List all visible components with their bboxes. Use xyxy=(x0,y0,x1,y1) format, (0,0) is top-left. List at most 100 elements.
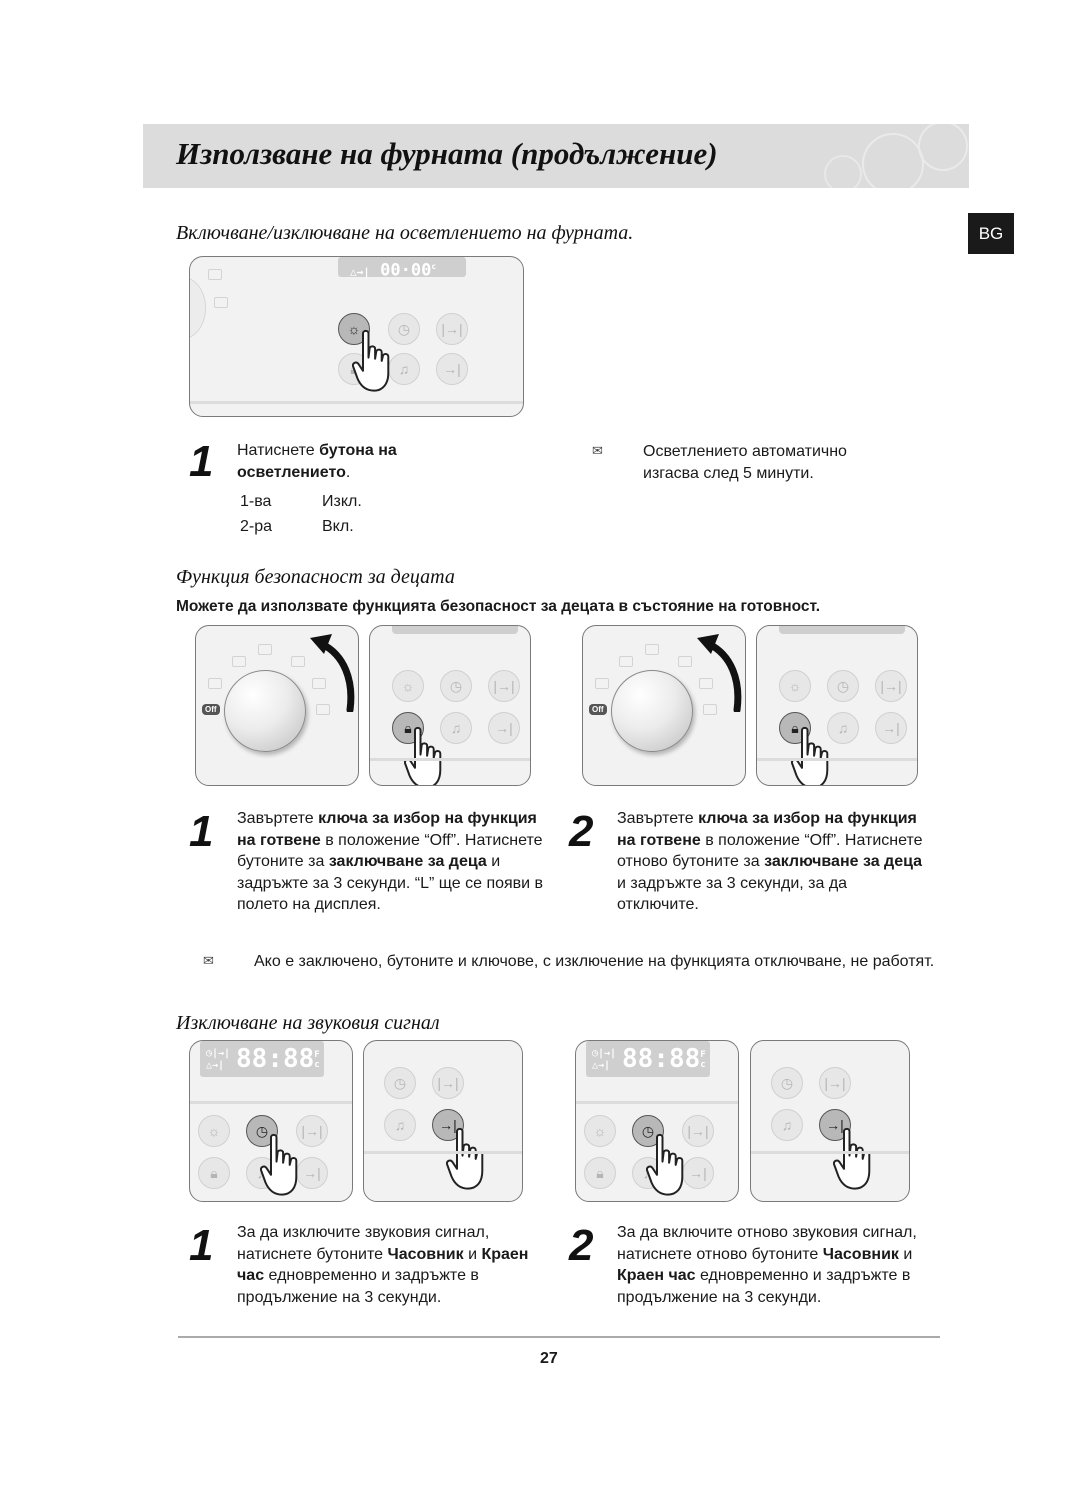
clock-button[interactable]: ◷ xyxy=(827,670,859,702)
function-selector-knob[interactable] xyxy=(224,670,306,752)
start-time-button[interactable]: |→| xyxy=(875,670,907,702)
clock-button[interactable]: ◷ xyxy=(771,1067,803,1099)
light-note: Осветлението автоматично изгасва след 5 … xyxy=(643,443,847,482)
step-number: 2 xyxy=(569,1221,594,1270)
bell-button[interactable]: ♫ xyxy=(384,1109,416,1141)
panel-strip xyxy=(751,1151,909,1154)
clock-button[interactable]: ◷ xyxy=(388,313,420,345)
function-selector-knob[interactable] xyxy=(611,670,693,752)
child-lock-title: Функция безопасност за децата xyxy=(176,566,455,588)
lock-button[interactable]: 🔒︎ xyxy=(584,1157,616,1189)
function-icon xyxy=(232,656,246,667)
rotate-arrow-icon xyxy=(310,634,355,712)
bell-button[interactable]: ♫ xyxy=(771,1109,803,1141)
light-section-title: Включване/изключване на осветлението на … xyxy=(176,222,634,244)
language-badge: BG xyxy=(968,213,1014,254)
footer-divider xyxy=(178,1336,940,1338)
lock-panel-1: ☼ ◷ |→| 🔒︎ ♫ →| xyxy=(369,625,531,786)
page-title: Използване на фурната (продължение) xyxy=(176,136,718,171)
display-panel: △→| 00·00c xyxy=(338,257,466,281)
step-number: 1 xyxy=(189,1221,214,1270)
step-number: 2 xyxy=(569,807,594,856)
clock-button[interactable]: ◷ xyxy=(440,670,472,702)
start-time-button[interactable]: |→| xyxy=(432,1067,464,1099)
page-number: 27 xyxy=(540,1350,558,1367)
header-banner: Използване на фурната (продължение) xyxy=(143,124,969,188)
light-button[interactable]: ☼ xyxy=(584,1115,616,1147)
light-button[interactable]: ☼ xyxy=(779,670,811,702)
panel-strip xyxy=(364,1151,522,1154)
selector-knob-partial xyxy=(190,277,206,339)
end-time-button[interactable]: →| xyxy=(488,712,520,744)
note-icon: ✉ xyxy=(592,443,603,458)
tomato-watermark xyxy=(824,124,968,188)
sound-step-2-text: За да включите отново звуковия сигнал, н… xyxy=(617,1224,917,1306)
function-icon xyxy=(595,678,609,689)
end-time-button[interactable]: →| xyxy=(432,1109,464,1141)
function-icon xyxy=(678,656,692,667)
end-time-button[interactable]: →| xyxy=(875,712,907,744)
pointing-hand-icon xyxy=(352,329,396,395)
child-lock-subtitle: Можете да използвате функцията безопасно… xyxy=(176,598,821,615)
pointing-hand-icon xyxy=(791,726,835,786)
end-time-button[interactable]: →| xyxy=(436,353,468,385)
lock-panel-2: ☼ ◷ |→| 🔒︎ ♫ →| xyxy=(756,625,918,786)
bell-button[interactable]: ♫ xyxy=(827,712,859,744)
sound-panel-2: ◷ |→| ♫ →| xyxy=(363,1040,523,1202)
function-icon xyxy=(312,678,326,689)
start-time-button[interactable]: |→| xyxy=(682,1115,714,1147)
pointing-hand-icon xyxy=(446,1127,490,1193)
knob-panel-2: Off xyxy=(582,625,746,786)
sound-section-title: Изключване на звуковия сигнал xyxy=(176,1012,440,1034)
press-1-state: Изкл. xyxy=(322,493,362,510)
off-label: Off xyxy=(589,704,607,715)
bell-button[interactable]: ♫ xyxy=(440,712,472,744)
end-time-button[interactable]: →| xyxy=(296,1157,328,1189)
function-icon xyxy=(258,644,272,655)
pointing-hand-icon xyxy=(833,1127,877,1193)
start-time-button[interactable]: |→| xyxy=(819,1067,851,1099)
light-button[interactable]: ☼ xyxy=(198,1115,230,1147)
child-lock-step-2-text: Завъртете ключа за избор на функция на г… xyxy=(617,810,923,913)
rotate-arrow-icon xyxy=(697,634,742,712)
step-number: 1 xyxy=(189,437,214,486)
function-icon xyxy=(291,656,305,667)
function-icon xyxy=(214,297,228,308)
display-panel xyxy=(779,626,905,634)
note-icon: ✉ xyxy=(203,953,214,968)
light-button[interactable]: ☼ xyxy=(338,313,370,345)
panel-strip xyxy=(370,758,530,761)
bell-button[interactable]: ♫ xyxy=(388,353,420,385)
panel-strip xyxy=(576,1101,738,1104)
start-time-button[interactable]: |→| xyxy=(488,670,520,702)
sound-step-1-text: За да изключите звуковия сигнал, натисне… xyxy=(237,1224,529,1306)
press-2-state: Вкл. xyxy=(322,518,354,535)
function-icon xyxy=(645,644,659,655)
lock-button[interactable]: 🔒︎ xyxy=(198,1157,230,1189)
start-time-button[interactable]: |→| xyxy=(296,1115,328,1147)
panel-strip xyxy=(190,1101,352,1104)
light-button[interactable]: ☼ xyxy=(392,670,424,702)
light-panel-illustration: △→| 00·00c ☼ ◷ |→| 🔒︎ ♫ →| xyxy=(189,256,524,417)
end-time-button[interactable]: →| xyxy=(819,1109,851,1141)
pointing-hand-icon xyxy=(260,1133,304,1199)
press-1-label: 1-ва xyxy=(240,493,272,510)
child-lock-note: Ако е заключено, бутоните и ключове, с и… xyxy=(254,953,935,970)
function-icon xyxy=(316,704,330,715)
sound-panel-4: ◷ |→| ♫ →| xyxy=(750,1040,910,1202)
panel-strip xyxy=(190,401,523,404)
pointing-hand-icon xyxy=(404,726,448,786)
press-2-label: 2-ра xyxy=(240,518,273,535)
start-time-button[interactable]: |→| xyxy=(436,313,468,345)
function-icon xyxy=(703,704,717,715)
display-panel xyxy=(392,626,518,634)
child-lock-step-1-text: Завъртете ключа за избор на функция на г… xyxy=(237,810,544,913)
function-icon xyxy=(699,678,713,689)
panel-strip xyxy=(757,758,917,761)
clock-button[interactable]: ◷ xyxy=(384,1067,416,1099)
function-icon xyxy=(208,678,222,689)
